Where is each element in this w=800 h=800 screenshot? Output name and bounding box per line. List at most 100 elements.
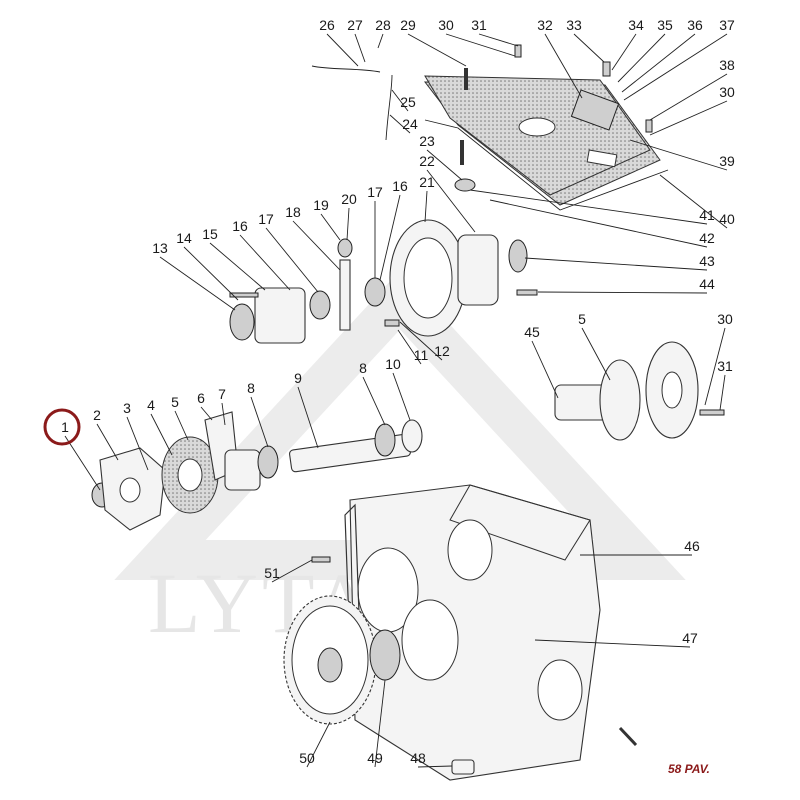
leader-line-24: [389, 114, 411, 134]
callout-46: 46: [684, 538, 700, 554]
leader-line-31b: [719, 374, 726, 411]
callout-50: 50: [299, 750, 315, 766]
callout-36: 36: [687, 17, 703, 33]
callout-39: 39: [719, 153, 735, 169]
callout-20: 20: [341, 191, 357, 207]
leader-line-45: [531, 340, 559, 399]
leader-line-32: [544, 33, 583, 99]
callout-9: 9: [294, 370, 302, 386]
pinion-20: [337, 238, 353, 258]
callout-12: 12: [434, 343, 450, 359]
breather-housing: [570, 89, 620, 131]
leader-line-15: [209, 242, 266, 291]
callout-25: 25: [400, 94, 416, 110]
callout-2: 2: [93, 407, 101, 423]
leader-line-23: [426, 149, 463, 181]
leader-line-31a: [478, 33, 519, 47]
callout-35: 35: [657, 17, 673, 33]
callout-14: 14: [176, 230, 192, 246]
callout-21: 21: [419, 174, 435, 190]
callout-22: 22: [419, 153, 435, 169]
top-cover-assembly: [311, 44, 669, 211]
callout-16b: 16: [392, 178, 408, 194]
leader-line-5b: [581, 327, 611, 381]
cross-shaft-18: [339, 259, 351, 331]
leader-line-3: [126, 416, 149, 471]
callout-30a: 30: [438, 17, 454, 33]
bolt-14: [229, 292, 259, 298]
bearing-13: [229, 303, 255, 341]
bearing-8: [257, 445, 279, 479]
leader-line-8a: [250, 396, 269, 448]
leader-line-50: [306, 721, 331, 768]
gasket-edge: [424, 119, 669, 211]
leader-line-25: [391, 89, 409, 112]
leader-line-4: [150, 413, 173, 456]
transmission-housing: [283, 484, 638, 781]
leader-line-33: [573, 33, 605, 63]
bolt-31b: [699, 409, 725, 416]
leader-line-48: [417, 765, 453, 768]
callout-43: 43: [699, 253, 715, 269]
callout-3: 3: [123, 400, 131, 416]
callout-33: 33: [566, 17, 582, 33]
callout-34: 34: [628, 17, 644, 33]
dipstick: [311, 65, 381, 73]
callout-41: 41: [699, 207, 715, 223]
leader-line-30b: [649, 100, 728, 136]
callout-1: 1: [61, 419, 69, 435]
callout-27: 27: [347, 17, 363, 33]
callout-8a: 8: [247, 380, 255, 396]
callout-6: 6: [197, 390, 205, 406]
callout-49: 49: [367, 750, 383, 766]
callout-31b: 31: [717, 358, 733, 374]
callout-16a: 16: [232, 218, 248, 234]
leader-line-12: [399, 321, 443, 361]
leader-line-9: [297, 386, 319, 449]
side-gear-17b: [309, 290, 331, 320]
leader-lines: [64, 33, 728, 768]
leader-line-43: [524, 257, 708, 271]
callout-19: 19: [313, 197, 329, 213]
fork-23: [454, 178, 476, 192]
callout-42: 42: [699, 230, 715, 246]
ring-10: [401, 419, 423, 453]
stud-47: [618, 726, 638, 747]
leader-line-37: [623, 33, 728, 101]
callout-5b: 5: [578, 311, 586, 327]
diff-housing-22: [457, 234, 499, 306]
callout-4: 4: [147, 397, 155, 413]
leader-line-1: [64, 435, 101, 491]
pin-51: [311, 556, 331, 563]
bolt-44: [516, 289, 538, 296]
leader-line-28: [377, 33, 384, 49]
leader-line-36: [621, 33, 696, 93]
callout-44: 44: [699, 276, 715, 292]
bearing-8b: [374, 423, 396, 457]
callout-37: 37: [719, 17, 735, 33]
leader-line-34: [611, 33, 637, 71]
leader-line-17a: [265, 227, 319, 293]
leader-line-41: [469, 189, 708, 225]
leader-line-7: [221, 402, 226, 426]
callout-8b: 8: [359, 360, 367, 376]
bearing-49: [369, 629, 401, 681]
leader-line-38: [649, 73, 728, 121]
pin-48: [451, 759, 475, 775]
callout-5a: 5: [171, 394, 179, 410]
leader-line-27: [354, 33, 366, 63]
leader-line-22: [426, 169, 476, 233]
side-gear-17: [364, 277, 386, 307]
leader-line-6: [200, 406, 213, 421]
leader-line-26: [326, 33, 359, 67]
pto-assembly: [554, 341, 725, 441]
leader-line-19: [320, 213, 341, 241]
leader-line-30c: [704, 327, 726, 406]
leader-line-44: [537, 291, 708, 294]
diff-case-15: [254, 287, 306, 344]
leader-line-10: [392, 372, 411, 421]
leader-line-18: [292, 220, 341, 271]
callout-32: 32: [537, 17, 553, 33]
callout-40: 40: [719, 211, 735, 227]
